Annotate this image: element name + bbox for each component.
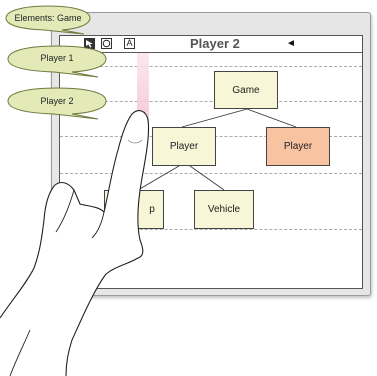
text-tool-label: A	[126, 38, 133, 48]
circle-tool-icon[interactable]	[101, 38, 112, 49]
toolbar: A Player 2 ◄	[60, 36, 362, 53]
guide-line	[60, 101, 362, 102]
node-label: Player	[169, 141, 199, 152]
node-label: Vehicle	[207, 204, 241, 215]
bubble-text: Player 2	[40, 96, 74, 106]
bubble-text: Player 1	[40, 53, 74, 63]
guide-line	[60, 229, 362, 230]
guide-line	[60, 173, 362, 174]
tree-node-game[interactable]: Game	[214, 71, 278, 109]
speech-bubble-player-2: Player 2	[6, 87, 108, 121]
tree-node-vehicle[interactable]: Vehicle	[194, 190, 254, 229]
tree-connectors	[137, 108, 297, 191]
back-arrow-icon[interactable]: ◄	[286, 38, 296, 49]
tree-node-player-selected[interactable]: Player	[266, 127, 330, 166]
node-label: Player	[283, 141, 313, 152]
page-title: Player 2	[190, 36, 240, 51]
node-label: Game	[232, 84, 260, 96]
tree-node-player-left[interactable]: Player	[152, 127, 216, 166]
bubble-text: Elements: Game	[14, 13, 82, 23]
speech-bubble-elements: Elements: Game	[4, 5, 92, 35]
guide-line	[60, 66, 362, 67]
text-tool-icon[interactable]: A	[124, 38, 135, 49]
speech-bubble-player-1: Player 1	[6, 45, 108, 79]
node-label: p	[149, 204, 155, 215]
